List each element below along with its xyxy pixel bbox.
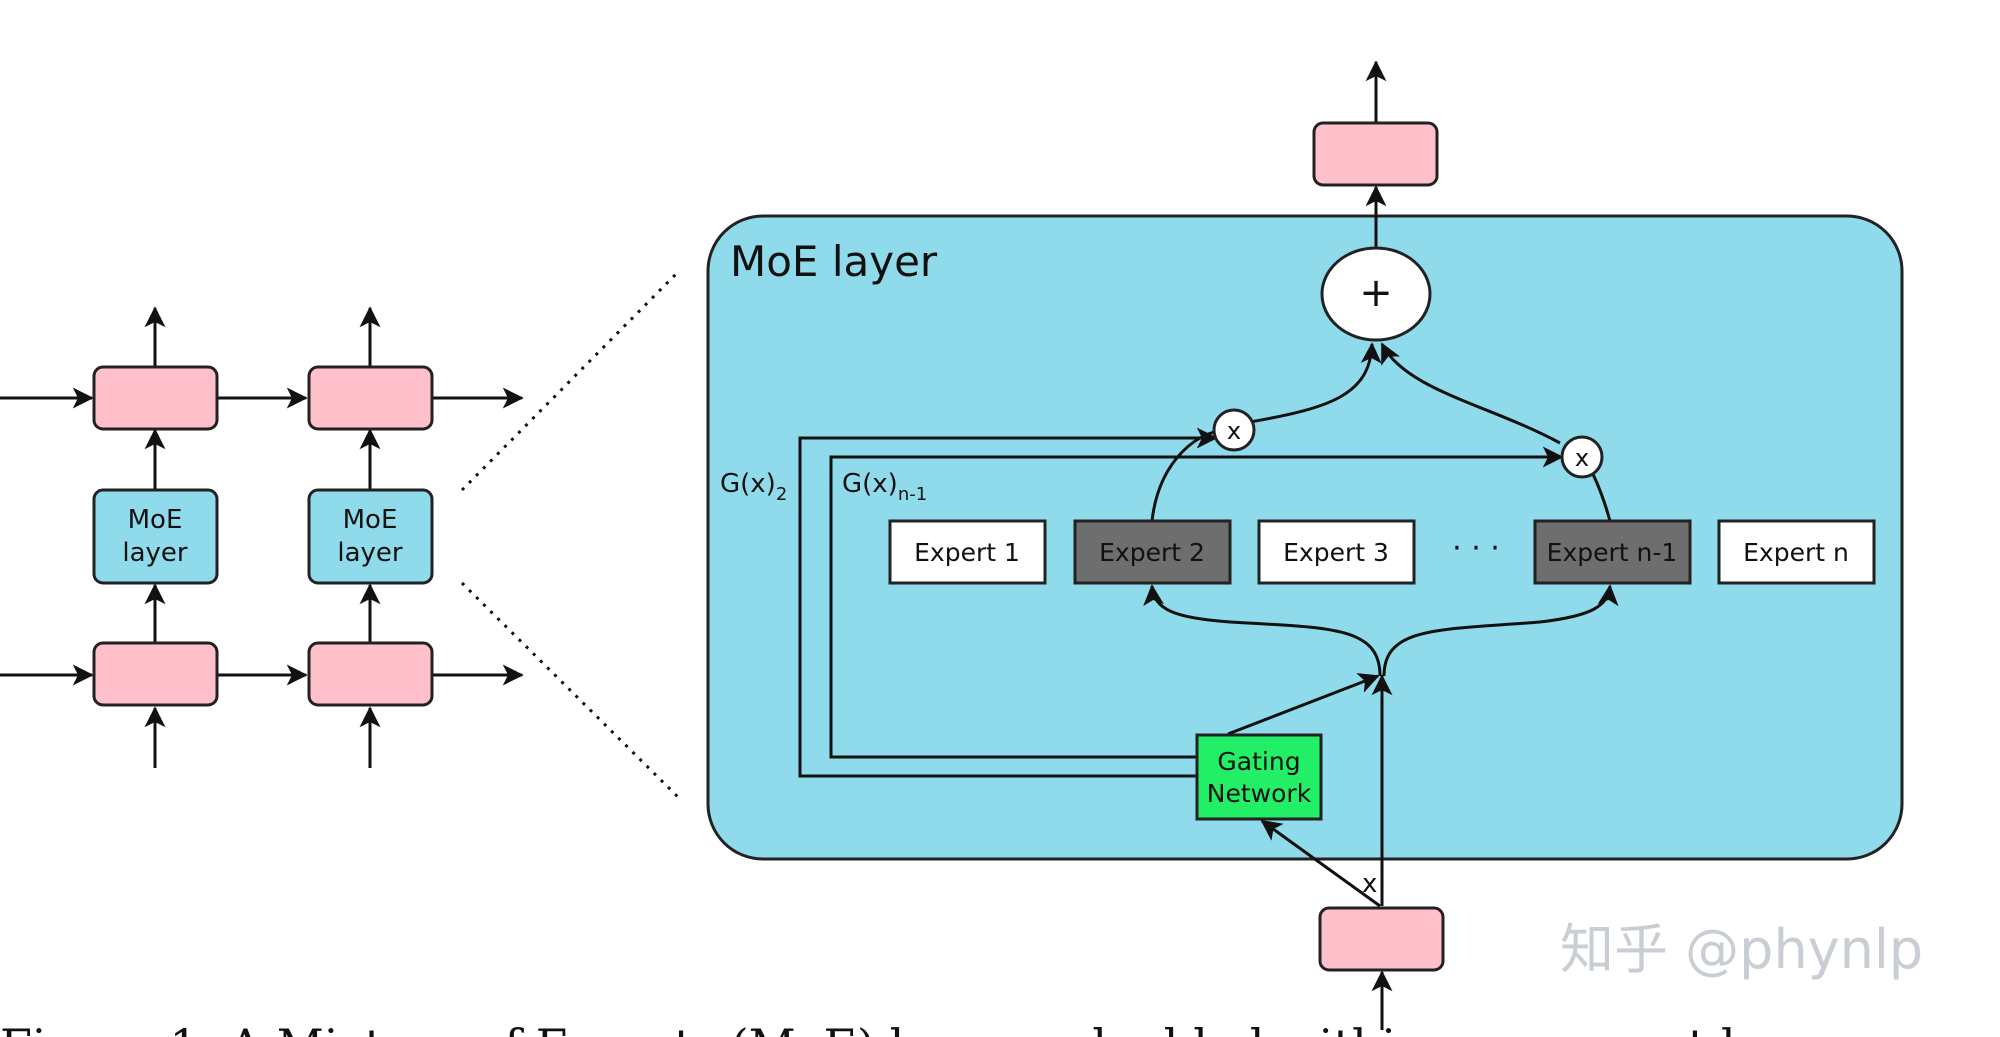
arrow	[1143, 584, 1382, 677]
expert-label: Expert 1	[914, 538, 1020, 567]
gating-label: Gating	[1217, 747, 1300, 776]
input-label: x	[1362, 869, 1377, 899]
moe-layer-box	[92, 488, 219, 585]
arrow	[1249, 342, 1382, 424]
moe-panel-title: MoE layer	[730, 237, 938, 286]
expert-box-selected: Expert 2	[1073, 519, 1232, 585]
gating-label: Network	[1207, 779, 1312, 808]
expert-label: Expert n	[1743, 538, 1849, 567]
expert-box-selected: Expert n-1	[1533, 519, 1692, 585]
gate-label-2: G(x)2	[720, 469, 787, 505]
arrow	[1382, 584, 1619, 677]
multiply-node	[1560, 435, 1604, 479]
arrow	[1227, 673, 1380, 736]
input-box	[1318, 906, 1445, 972]
moe-panel: MoE layer x + x x	[706, 60, 1904, 1030]
left-network: MoE layer MoE layer	[0, 306, 524, 768]
zoom-line	[460, 581, 680, 799]
ellipsis: · · ·	[1452, 531, 1500, 566]
gate-line	[829, 446, 1564, 759]
hidden-state-box	[92, 365, 219, 431]
expert-box: Expert n	[1717, 519, 1876, 585]
expert-label: Expert 2	[1099, 538, 1205, 567]
multiply-symbol: x	[1227, 417, 1241, 445]
moe-box-label: MoE	[128, 505, 183, 535]
expert-label: Expert n-1	[1547, 538, 1678, 567]
hidden-state-box	[92, 641, 219, 707]
gating-network-box	[1195, 733, 1323, 821]
watermark: 知乎 @phynlp	[1560, 918, 1923, 981]
gate-label-n1: G(x)n-1	[842, 469, 927, 505]
moe-box-label: layer	[122, 538, 188, 568]
expert-box: Expert 1	[888, 519, 1047, 585]
arrow	[1260, 819, 1381, 908]
multiply-symbol: x	[1575, 444, 1589, 472]
moe-box-label: layer	[337, 538, 403, 568]
output-box	[1312, 121, 1439, 187]
expert-label: Expert 3	[1283, 538, 1389, 567]
moe-box-label: MoE	[343, 505, 398, 535]
gate-line	[798, 427, 1218, 778]
hidden-state-box	[307, 641, 434, 707]
zoom-line	[460, 270, 680, 492]
expert-box: Expert 3	[1257, 519, 1416, 585]
hidden-state-box	[307, 365, 434, 431]
sum-symbol: +	[1359, 270, 1393, 316]
moe-layer-box	[307, 488, 434, 585]
sum-node	[1320, 246, 1432, 342]
arrow	[1380, 342, 1561, 445]
figure-caption: Figure 1: A Mixture of Experts (MoE) lay…	[0, 1019, 2000, 1037]
multiply-node	[1212, 408, 1256, 452]
